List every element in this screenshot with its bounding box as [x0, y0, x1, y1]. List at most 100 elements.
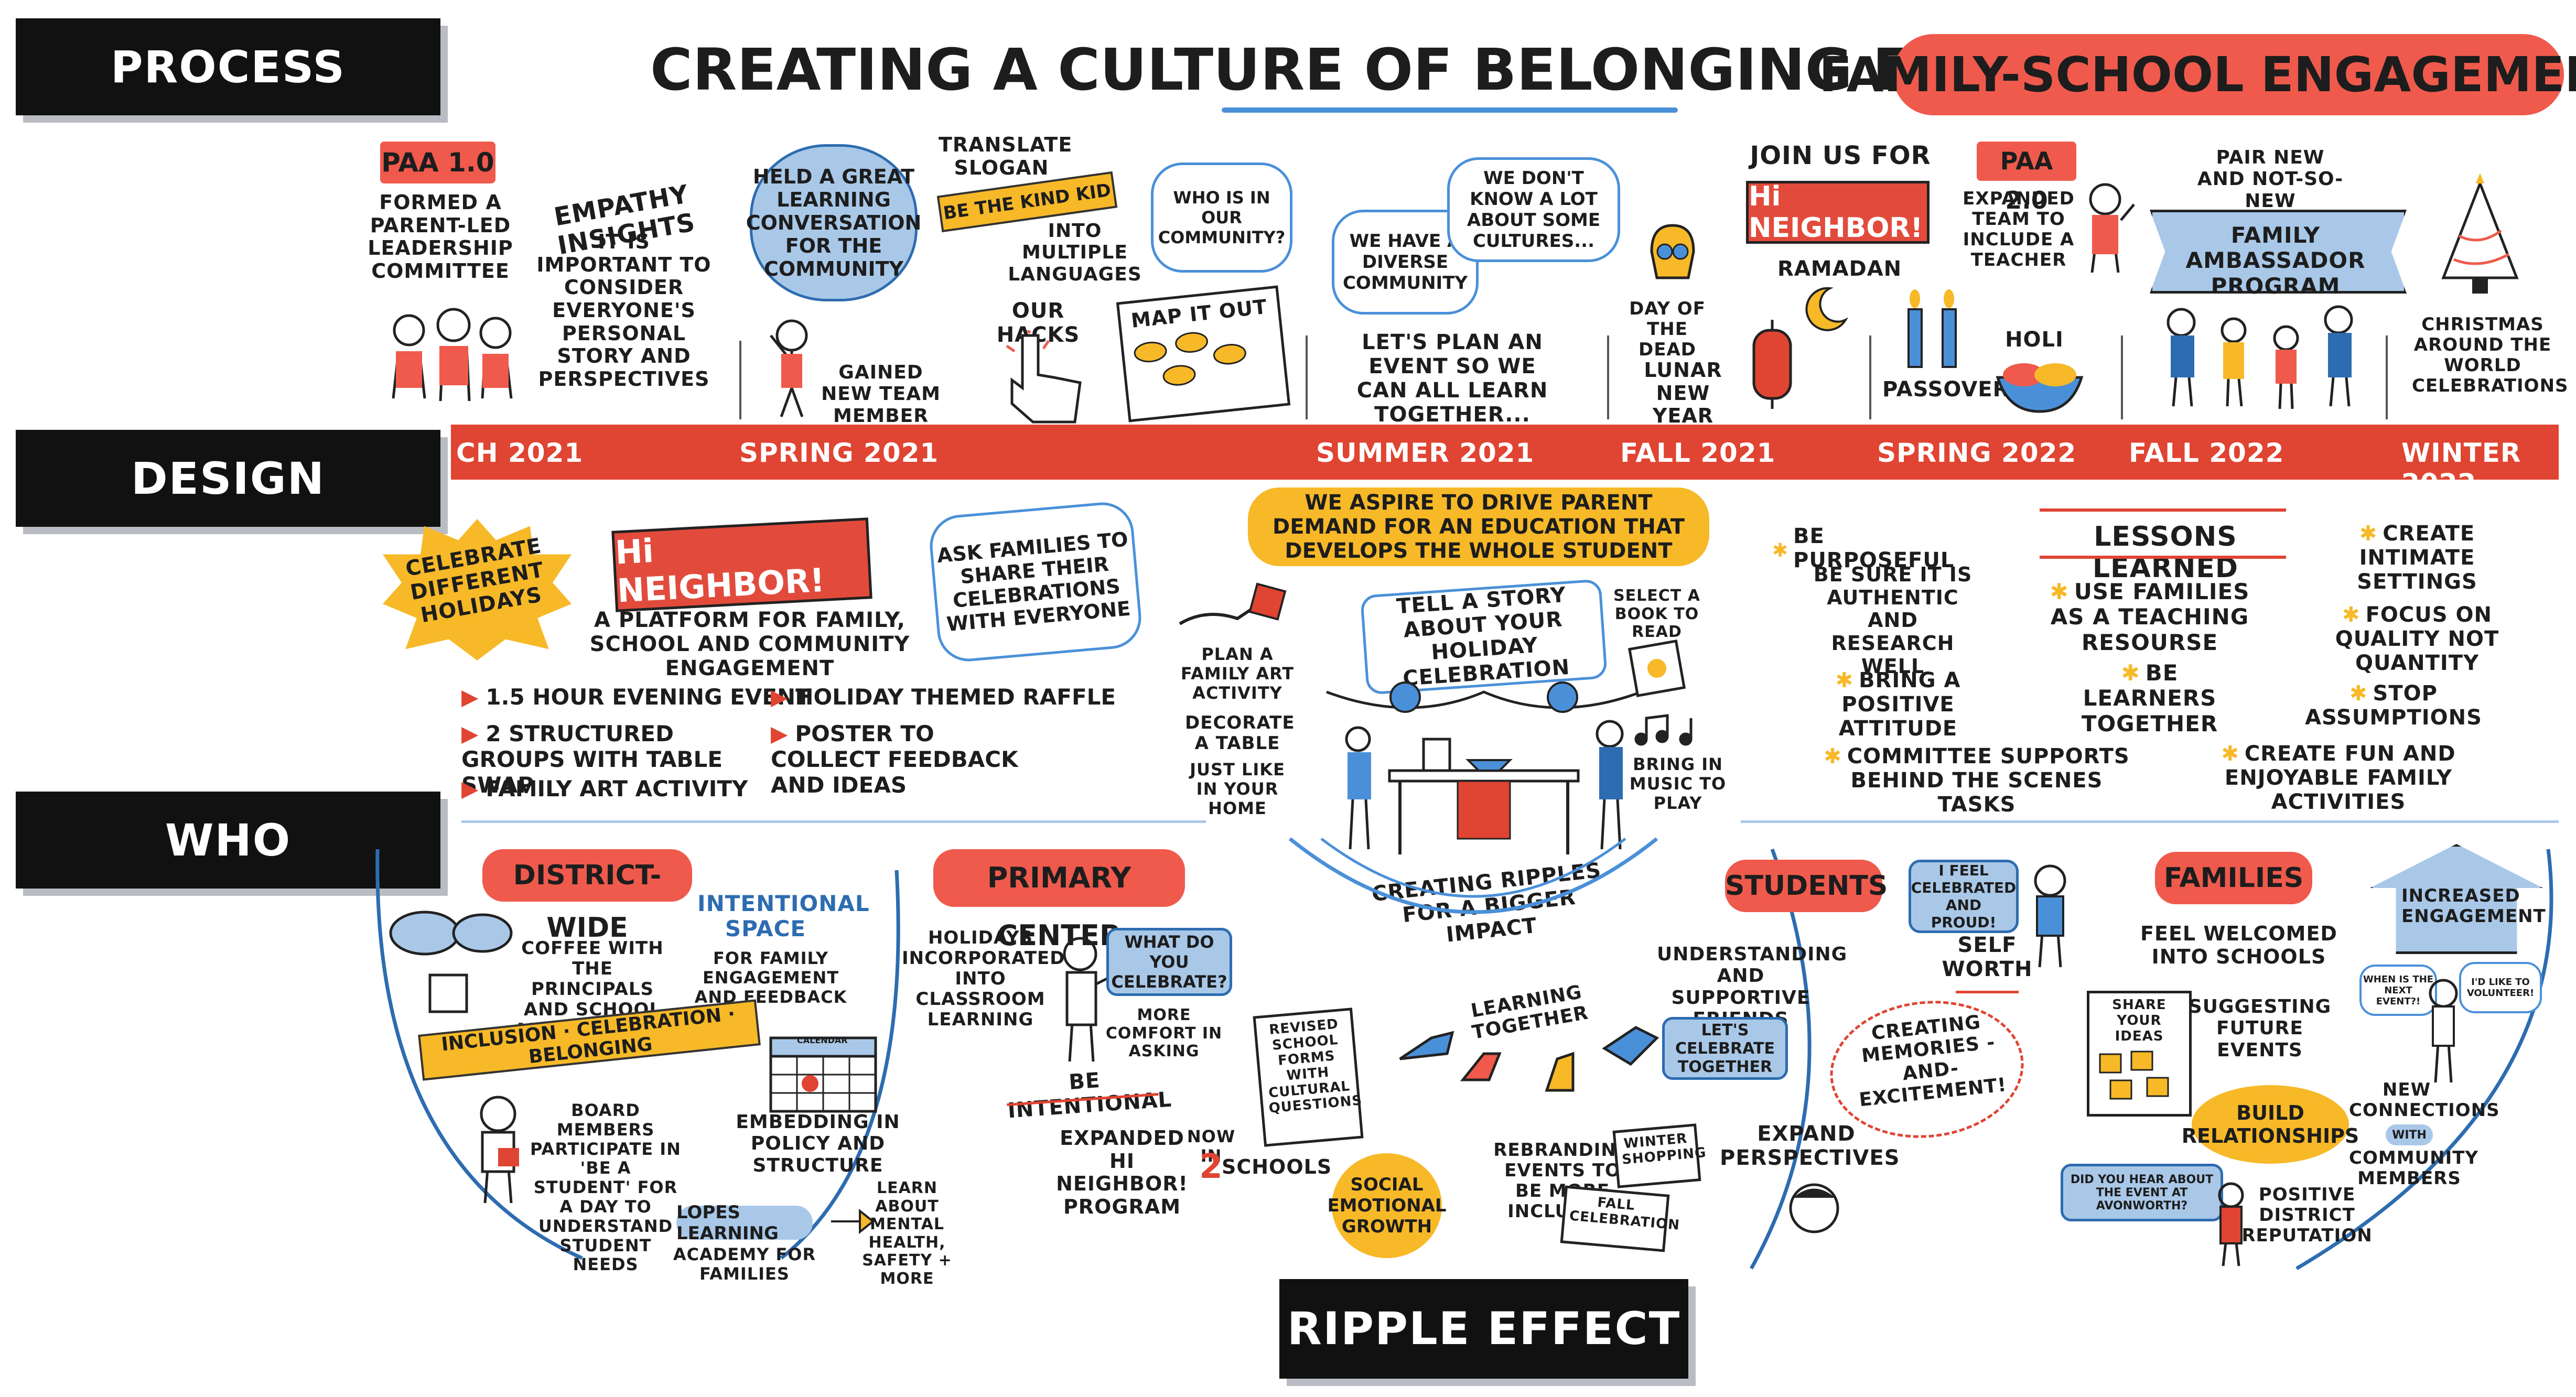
hands-together-icon [1399, 1026, 1659, 1092]
feel-welcomed: FEEL WELCOMED INTO SCHOOLS [2140, 922, 2337, 968]
hi-neighbor-banner: Hi NEIGHBOR! [611, 517, 872, 612]
decorate-table: DECORATE A TABLE [1185, 712, 1295, 754]
families-tag: FAMILIES [2155, 852, 2312, 904]
lantern-icon [1752, 320, 1792, 409]
paa1-tag: PAA 1.0 [380, 142, 495, 183]
proud-student-icon [2034, 864, 2066, 968]
intimate-settings: ✱CREATE INTIMATE SETTINGS [2312, 522, 2522, 594]
bullet-text: HOLIDAY THEMED RAFFLE [795, 684, 1116, 710]
timeline-divider [1306, 335, 1308, 419]
passover-label: PASSOVER [1882, 377, 2010, 402]
timeline-divider [1869, 335, 1871, 419]
board-members-text: BOARD MEMBERS PARTICIPATE IN 'BE A STUDE… [530, 1100, 681, 1275]
who-in-community-cloud: WHO IS IN OUR COMMUNITY? [1151, 163, 1292, 273]
lesson-text: STOP ASSUMPTIONS [2305, 681, 2482, 730]
lunar-new-year: LUNAR NEW YEAR [1644, 359, 1722, 428]
bring-music: BRING IN MUSIC TO PLAY [1629, 754, 1727, 813]
section-divider [461, 820, 1206, 823]
lesson-text: USE FAMILIES AS A TEACHING RESOURSE [2050, 579, 2250, 655]
section-divider [1741, 820, 2559, 823]
build-relationships-badge: BUILD RELATIONSHIPS [2182, 1085, 2359, 1164]
timeline-label: FALL 2021 [1620, 438, 1776, 468]
stop-assumptions: ✱STOP ASSUMPTIONS [2281, 681, 2506, 730]
coffee-chat-icon [389, 911, 513, 1013]
sticky-notes-icon [2099, 1051, 2169, 1100]
title-highlight: FAMILY-SCHOOL ENGAGEMENT [1819, 34, 2576, 115]
lesson-text: COMMITTEE SUPPORTS BEHIND THE SCENES TAS… [1847, 744, 2130, 817]
lesson-text: FOCUS ON QUALITY NOT QUANTITY [2335, 603, 2499, 675]
ask-families-cloud: ASK FAMILIES TO SHARE THEIR CELEBRATIONS… [927, 500, 1144, 664]
design-bullet: ▶POSTER TO COLLECT FEEDBACK AND IDEAS [771, 721, 1018, 798]
platform-text: A PLATFORM FOR FAMILY, SCHOOL AND COMMUN… [589, 608, 910, 680]
be-intentional: BE INTENTIONAL [1007, 1068, 1173, 1123]
book-icon [1627, 640, 1686, 697]
board-member-icon [480, 1096, 519, 1204]
committee-supports: ✱COMMITTEE SUPPORTS BEHIND THE SCENES TA… [1819, 744, 2134, 817]
star-icon: ✱ [2342, 603, 2361, 627]
fall-text: FALL CELEBRATION [1568, 1195, 1681, 1233]
forms-text: REVISED SCHOOL FORMS WITH CULTURAL QUEST… [1268, 1016, 1363, 1117]
parents-group-icon [392, 308, 513, 402]
paint-hand-icon [1179, 582, 1287, 625]
design-bullet: ▶HOLIDAY THEMED RAFFLE [771, 684, 1116, 710]
timeline-label: SUMMER 2021 [1316, 438, 1535, 468]
self-worth: SELF WORTH [1942, 933, 2033, 981]
paa1-text: FORMED A PARENT-LED LEADERSHIP COMMITTEE [368, 191, 513, 283]
parent-talking-icon [2218, 1182, 2244, 1266]
design-bullet: ▶2 STRUCTURED GROUPS WITH TABLE SWAP [461, 721, 723, 798]
timeline-divider [2386, 335, 2388, 419]
share-ideas-text: SHARE YOUR IDEAS [2112, 997, 2167, 1044]
timeline-label: FALL 2022 [2129, 438, 2284, 468]
holi-bowl-icon [1996, 363, 2084, 413]
social-emotional-badge: SOCIAL EMOTIONAL GROWTH [1327, 1153, 1447, 1258]
primary-center-tag: PRIMARY CENTER [933, 849, 1185, 952]
gained-member: GAINED NEW TEAM MEMBER [821, 362, 941, 427]
design-bullet: ▶FAMILY ART ACTIVITY [461, 776, 748, 802]
positive-attitude: ✱BRING A POSITIVE ATTITUDE [1819, 668, 1977, 741]
hi-neighbor-badge: Hi NEIGHBOR! [1746, 181, 1930, 244]
section-label-process: PROCESS [16, 18, 440, 115]
timeline-divider [1607, 335, 1609, 419]
lessons-underline [2040, 556, 2286, 559]
bullet-text: 2 STRUCTURED GROUPS WITH TABLE SWAP [461, 721, 723, 798]
timeline-label: SPRING 2021 [739, 438, 939, 468]
use-families: ✱USE FAMILIES AS A TEACHING RESOURSE [2034, 579, 2265, 655]
map-it-out-card: MAP IT OUT [1116, 285, 1291, 423]
embedding-policy: EMBEDDING IN POLICY AND STRUCTURE [736, 1111, 900, 1176]
plan-event-text: LET'S PLAN AN EVENT SO WE CAN ALL LEARN … [1356, 330, 1548, 427]
intentional-space: INTENTIONAL SPACE [697, 891, 870, 942]
new-connections: NEW CONNECTIONS [2349, 1079, 2500, 1121]
fall-celebration-card: FALL CELEBRATION [1560, 1185, 1681, 1252]
aspire-box: WE ASPIRE TO DRIVE PARENT DEMAND FOR AN … [1248, 488, 1709, 566]
lopes-learning-badge: LOPES LEARNING [676, 1202, 813, 1244]
timeline-label: WINTER 2022 [2401, 438, 2521, 499]
be-learners: ✱BE LEARNERS TOGETHER [2061, 660, 2239, 737]
star-icon: ✱ [2349, 681, 2368, 706]
lesson-text: BE LEARNERS TOGETHER [2081, 660, 2218, 737]
pair-families: PAIR NEW AND NOT-SO-NEW FAMILIES [2197, 147, 2344, 233]
ripple-arc [1288, 837, 1658, 914]
community-members: COMMUNITY MEMBERS [2349, 1147, 2479, 1189]
teacher-pointing-icon [1063, 937, 1126, 1062]
academy-families: ACADEMY FOR FAMILIES [673, 1244, 816, 1284]
design-bullet: ▶1.5 HOUR EVENING EVENT [461, 684, 811, 710]
star-icon: ✱ [1824, 744, 1842, 768]
star-icon: ✱ [2221, 742, 2239, 766]
lessons-overline [2040, 508, 2286, 512]
day-of-dead: DAY OF THE DEAD [1629, 298, 1706, 361]
share-ideas-poster: SHARE YOUR IDEAS [2087, 991, 2192, 1117]
diverse-community-bubble: WE HAVE A DIVERSE COMMUNITY [1332, 210, 1479, 315]
timeline-bar [451, 425, 2559, 480]
star-icon: ✱ [1772, 540, 1788, 561]
person-waving-icon [770, 319, 808, 417]
empathy-text: IT IS IMPORTANT TO CONSIDER EVERYONE'S P… [536, 230, 712, 391]
family-table-scene-icon [1326, 681, 1642, 854]
holi-label: HOLI [2005, 328, 2064, 352]
music-notes-icon [1634, 714, 1693, 746]
bullet-text: POSTER TO COLLECT FEEDBACK AND IDEAS [771, 721, 1018, 798]
student-face-icon [1789, 1183, 1839, 1233]
lesson-text: CREATE FUN AND ENJOYABLE FAMILY ACTIVITI… [2224, 742, 2456, 814]
self-worth-underline [1956, 991, 2019, 993]
celebrated-bubble: I FEEL CELEBRATED AND PROUD! [1909, 860, 2019, 933]
translate-slogan: TRANSLATE SLOGAN [939, 133, 1073, 179]
